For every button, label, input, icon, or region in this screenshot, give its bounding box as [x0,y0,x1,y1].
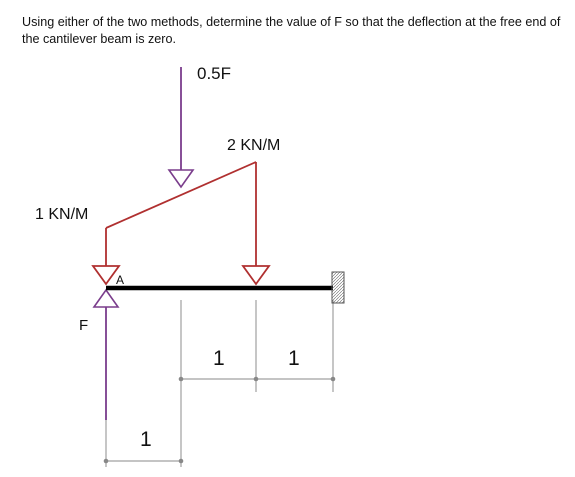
support-a-label: A [116,273,124,287]
dimension-label-3: 1 [140,428,152,451]
force-f-label: F [79,317,88,334]
load-arrowhead-right [241,265,271,286]
load-right-label: 2 KN/M [227,137,280,154]
point-load-label: 0.5F [197,64,231,83]
distributed-load [105,161,257,266]
point-load-arrowhead [167,169,195,189]
load-arrowhead-left [91,265,121,286]
dimension-ticks [103,376,336,464]
fixed-support-icon [331,271,345,304]
force-f-arrowhead [92,288,120,308]
dimension-label-1: 1 [213,347,225,370]
problem-statement: Using either of the two methods, determi… [22,15,561,46]
dimension-label-2: 1 [288,347,300,370]
load-left-label: 1 KN/M [35,206,88,223]
